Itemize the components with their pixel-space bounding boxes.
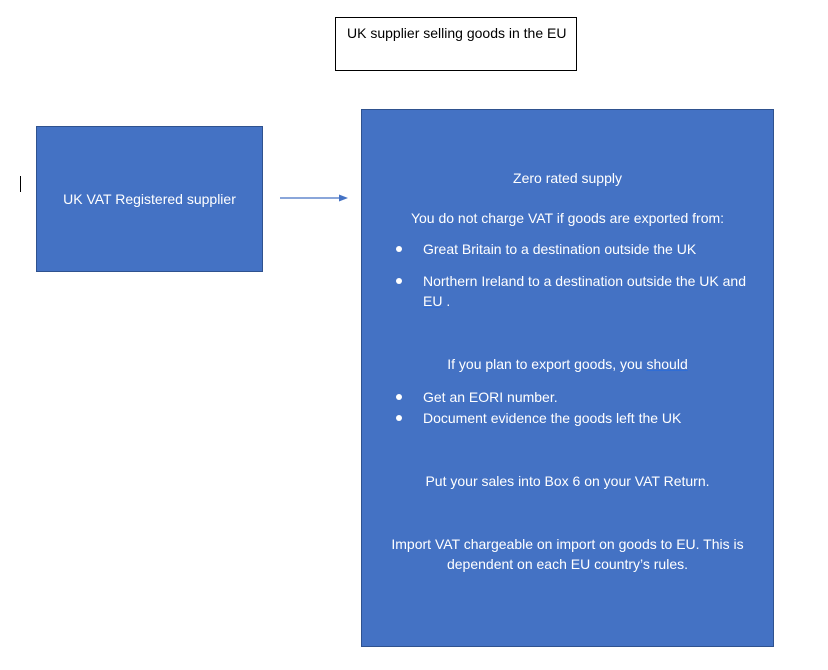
import-vat-line-2: dependent on each EU country’s rules.: [446, 556, 688, 572]
plan-bullet-eori: Get an EORI number.: [423, 389, 558, 405]
export-bullet-gb: Great Britain to a destination outside t…: [423, 241, 697, 257]
supplier-label: UK VAT Registered supplier: [63, 191, 236, 207]
bullet-marker: [396, 246, 402, 252]
bullet-marker: [396, 415, 402, 421]
export-intro: You do not charge VAT if goods are expor…: [410, 210, 725, 226]
eu-word: EU: [423, 293, 443, 309]
export-bullet-ni: Northern Ireland to a destination outsid…: [423, 273, 746, 309]
flow-arrow: [280, 194, 348, 202]
title-text: UK supplier selling goods in the EU: [347, 25, 567, 41]
box6-instruction: Put your sales into Box 6 on your VAT Re…: [425, 473, 710, 489]
text-cursor: [20, 176, 21, 192]
bullet-marker: [396, 278, 402, 284]
bullet-marker: [396, 394, 402, 400]
plan-intro: If you plan to export goods, you should: [447, 356, 688, 372]
title-box: UK supplier selling goods in the EU: [335, 17, 577, 71]
info-box: Zero rated supply You do not charge VAT …: [361, 109, 774, 647]
trailing-period: .: [442, 293, 451, 309]
plan-bullet-evidence: Document evidence the goods left the UK: [423, 410, 682, 426]
info-heading: Zero rated supply: [513, 170, 622, 186]
should-word: should: [646, 356, 688, 372]
import-vat-line-1: Import VAT chargeable on import on goods…: [391, 536, 744, 552]
supplier-box: UK VAT Registered supplier: [36, 126, 263, 272]
